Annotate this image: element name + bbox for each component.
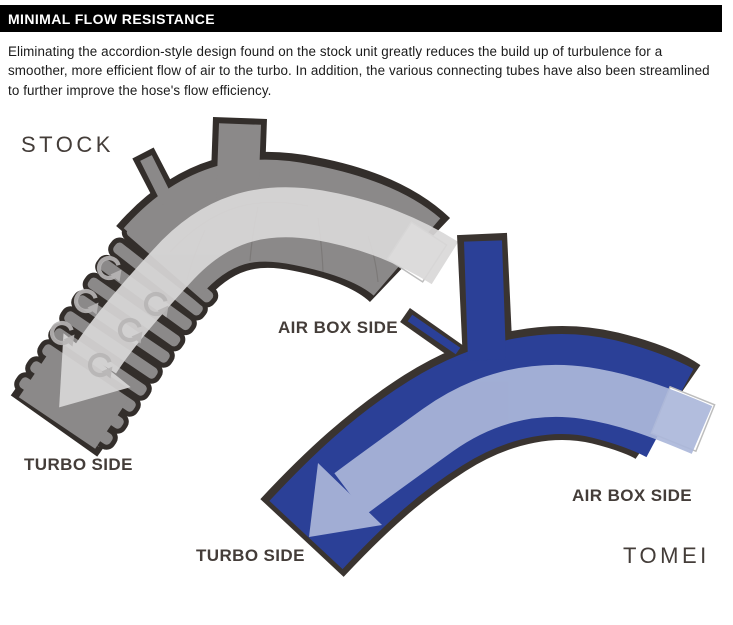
tomei-branch-body — [464, 240, 506, 361]
section-title-bar: MINIMAL FLOW RESISTANCE — [0, 5, 722, 32]
stock-turbo-label: TURBO SIDE — [24, 455, 133, 474]
stock-flow-arrow — [59, 187, 459, 408]
tomei-turbo-label: TURBO SIDE — [196, 546, 305, 565]
stock-branch-narrow-body — [140, 155, 174, 205]
tomei-flow-arrow — [309, 364, 713, 537]
tomei-spur-body — [407, 314, 461, 355]
section-title: MINIMAL FLOW RESISTANCE — [8, 10, 216, 27]
tomei-hose-illustration — [260, 232, 716, 577]
stock-airbox-label: AIR BOX SIDE — [278, 318, 398, 337]
tomei-name-label: TOMEI — [623, 543, 710, 568]
description-text: Eliminating the accordion-style design f… — [8, 44, 710, 98]
stock-name-label: STOCK — [21, 132, 114, 157]
tomei-airbox-label: AIR BOX SIDE — [572, 486, 692, 505]
stock-hose-illustration — [10, 117, 459, 457]
diagram-labels: STOCK AIR BOX SIDE TURBO SIDE AIR BOX SI… — [21, 132, 710, 568]
